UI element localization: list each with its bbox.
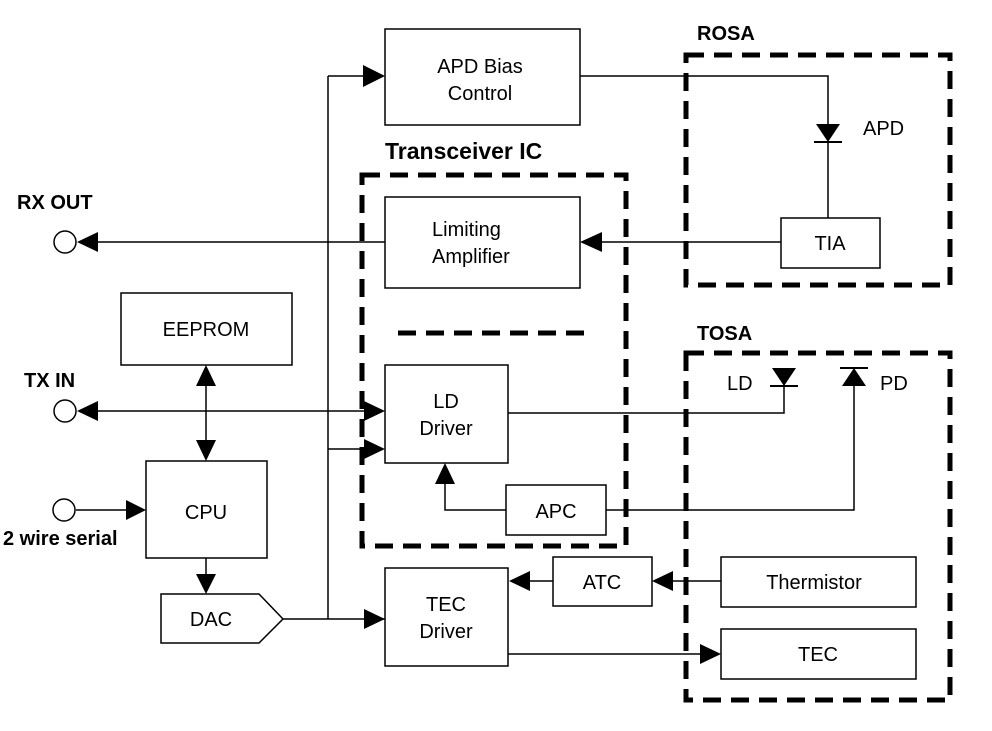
svg-text:LD: LD [433,391,459,413]
dac-block: DAC [160,593,285,644]
svg-text:DAC: DAC [190,609,232,631]
atc-block: ATC [552,556,653,607]
arrow-to-ld-driver [364,401,385,421]
tec-block: TEC [720,628,917,680]
pd-label: PD [880,373,908,395]
arrow-to-limiting-amp [580,232,602,252]
arrow-to-atc [652,571,673,591]
arrow-to-tec-driver [364,609,385,629]
svg-text:TIA: TIA [814,233,846,255]
svg-text:ATC: ATC [583,572,622,594]
arrow-dac-to-ld-driver [364,439,385,459]
apd-diode-icon [814,124,842,143]
eeprom-block: EEPROM [120,292,293,366]
svg-text:APC: APC [535,501,576,523]
svg-text:Driver: Driver [419,418,473,440]
ld-driver-block: LD Driver [384,364,509,464]
arrow-atc-to-tec-driver [509,571,530,591]
svg-text:Thermistor: Thermistor [766,572,862,594]
tec-driver-block: TEC Driver [384,567,509,667]
rx-out-label: RX OUT [17,192,93,214]
limiting-amplifier-block: Limiting Amplifier [384,196,581,289]
arrow-to-apd-bias [363,65,385,87]
svg-text:Limiting: Limiting [432,219,501,241]
svg-text:CPU: CPU [185,502,227,524]
tosa-label: TOSA [697,323,752,345]
rx-out-port [53,230,77,254]
tx-in-label: TX IN [24,370,75,392]
arrow-serial-to-cpu [126,500,146,520]
apc-block: APC [505,484,607,536]
rosa-label: ROSA [697,23,755,45]
pd-diode-icon [840,367,868,386]
apd-bias-control-block: APD Bias Control [384,28,581,126]
svg-text:Amplifier: Amplifier [432,246,510,268]
tx-in-port [53,399,77,423]
rosa-outline [683,52,953,288]
cpu-block: CPU [145,460,268,559]
arrow-cpu-to-dac [196,574,216,594]
arrow-to-cpu-from-eeprom [196,440,216,461]
svg-text:Driver: Driver [419,621,473,643]
tosa-outline [683,350,953,703]
svg-text:TEC: TEC [426,594,466,616]
transceiver-ic-outline [359,172,629,549]
arrow-apc-to-ld-driver [435,463,455,484]
arrow-to-rx-out [77,232,98,252]
apd-label: APD [863,118,904,140]
ld-diode-icon [770,368,798,387]
tia-block: TIA [780,217,881,269]
two-wire-serial-port [52,498,76,522]
transceiver-ic-label: Transceiver IC [385,138,542,164]
svg-text:EEPROM: EEPROM [163,319,250,341]
arrow-tx-in-left [77,401,98,421]
svg-text:Control: Control [448,83,512,105]
thermistor-block: Thermistor [720,556,917,608]
svg-text:TEC: TEC [798,644,838,666]
arrow-to-eeprom [196,365,216,386]
ld-label: LD [727,373,753,395]
svg-text:APD Bias: APD Bias [437,56,523,78]
arrow-to-tec [700,644,721,664]
two-wire-serial-label: 2 wire serial [3,528,118,550]
